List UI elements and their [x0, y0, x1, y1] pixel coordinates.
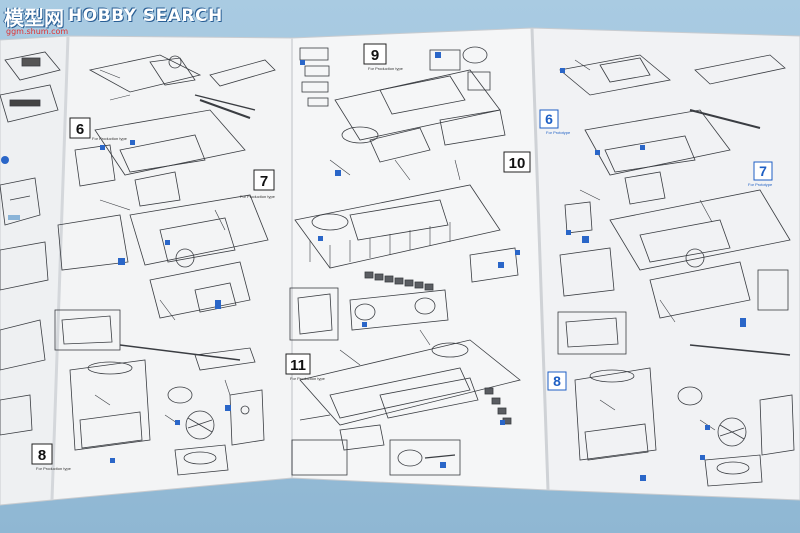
step-box-7-p4	[753, 161, 773, 181]
caption-p4-1: For Prototype	[546, 130, 571, 135]
caption-p2-3: For Production type	[36, 466, 72, 471]
caption-p2-1: For Production type	[92, 136, 128, 141]
step-box-8-p2	[31, 443, 53, 465]
panel-3-steps: 9 For Production type 10 11 For Producti…	[285, 43, 531, 381]
watermark-cn: 模型网	[4, 5, 64, 30]
step-box-6-p2	[69, 117, 91, 139]
watermark-logo: 模型网 HOBBY SEARCH	[4, 2, 223, 30]
caption-p4-2: For Prototype	[748, 182, 773, 187]
step-number-9: 9	[371, 47, 379, 64]
watermark-url: ggm.shum.com	[6, 27, 69, 36]
step-number-8-p4: 8	[553, 373, 561, 389]
step-box-6-p4	[539, 109, 559, 129]
step-box-7-p2	[253, 169, 275, 191]
step-box-8-p4	[547, 371, 567, 391]
caption-p3-2: For Production type	[290, 376, 326, 381]
step-number-6-p2: 6	[76, 121, 84, 138]
step-number-8-p2: 8	[38, 447, 46, 464]
watermark-en: HOBBY SEARCH	[68, 6, 223, 26]
panel-4-steps: 6 For Prototype 7 For Prototype 8	[539, 109, 773, 391]
panel-4-drawings	[557, 54, 795, 487]
panel-3-drawings	[289, 46, 521, 476]
caption-p3-1: For Production type	[368, 66, 404, 71]
panel-1-drawings	[0, 51, 61, 436]
step-number-7-p4: 7	[759, 163, 767, 179]
caption-p2-2: For Production type	[240, 194, 276, 199]
paper-sheet	[0, 27, 800, 506]
sheet-panel-2	[51, 35, 293, 501]
step-number-10: 10	[509, 155, 526, 172]
step-box-11	[285, 353, 311, 375]
step-number-7-p2: 7	[260, 173, 268, 190]
panel-2-steps: 6 For Production type 7 For Production t…	[31, 117, 276, 471]
step-number-11: 11	[290, 357, 306, 374]
panel-2-drawings	[54, 54, 276, 476]
sheet-panel-4	[531, 27, 800, 501]
step-box-9	[363, 43, 387, 65]
step-box-10	[503, 151, 531, 173]
step-number-6-p4: 6	[545, 111, 553, 127]
